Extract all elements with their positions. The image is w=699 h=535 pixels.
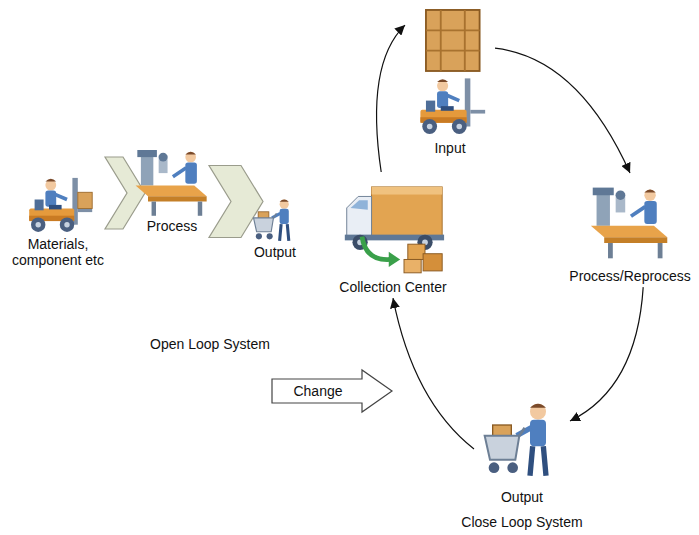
node-label: Input xyxy=(434,140,465,156)
cycle-arrow xyxy=(393,298,474,449)
node-label: Output xyxy=(501,489,543,505)
icon-node: Materials, component etc xyxy=(3,172,113,268)
node-illustration xyxy=(413,2,487,140)
icon-node: Output xyxy=(477,393,567,505)
icon-node: Process xyxy=(127,146,217,234)
system-label: Close Loop System xyxy=(461,514,582,530)
node-illustration xyxy=(482,393,562,489)
node-label: Output xyxy=(254,244,296,260)
icon-node: Input xyxy=(408,2,492,156)
cycle-arrow xyxy=(495,48,630,173)
icon-node: Output xyxy=(245,198,305,260)
icon-node: Collection Center xyxy=(334,175,452,295)
system-label: Open Loop System xyxy=(150,336,270,352)
cycle-arrow xyxy=(377,25,405,172)
node-illustration xyxy=(341,175,446,279)
arrow-label: Change xyxy=(293,383,342,399)
icon-node: Process/Reprocess xyxy=(564,176,696,284)
node-label: Process xyxy=(147,218,198,234)
node-illustration xyxy=(250,198,300,244)
node-illustration xyxy=(132,146,212,218)
node-illustration xyxy=(587,176,673,268)
node-label: Collection Center xyxy=(339,279,446,295)
cycle-arrow xyxy=(570,287,643,421)
node-label: Process/Reprocess xyxy=(569,268,690,284)
node-illustration xyxy=(22,172,94,236)
chevron-arrow xyxy=(105,157,145,229)
node-label: Materials, component etc xyxy=(8,236,108,268)
